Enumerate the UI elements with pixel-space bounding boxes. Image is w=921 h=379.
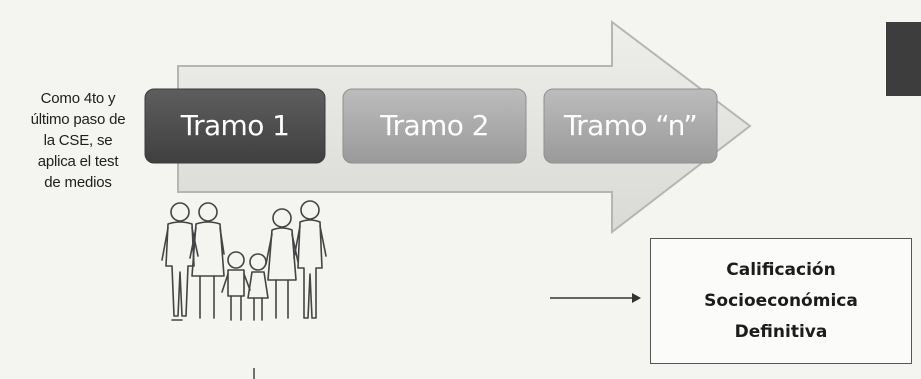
- tramo-label-2: Tramo 2: [380, 109, 489, 142]
- right-arrow-icon: [550, 293, 641, 303]
- tramo-label-3: Tramo “n”: [563, 109, 698, 142]
- side-note-line: aplica el test: [37, 153, 119, 170]
- side-note-line: la CSE, se: [43, 132, 113, 149]
- tramo-box-2: [342, 88, 527, 164]
- side-note: Como 4to y último paso de la CSE, se apl…: [14, 88, 142, 193]
- result-line: Socioeconómica: [704, 290, 858, 311]
- side-note-line: último paso de: [30, 111, 126, 128]
- side-note-line: Como 4to y: [40, 90, 116, 107]
- tramo-box-3: [543, 88, 718, 164]
- tramo-label-1: Tramo 1: [180, 109, 290, 142]
- result-line: Calificación: [726, 259, 836, 280]
- corner-mark: [886, 22, 921, 96]
- tramo-box-1: [144, 88, 326, 164]
- side-note-line: de medios: [44, 174, 112, 191]
- result-box: Calificación Socioeconómica Definitiva: [650, 238, 912, 364]
- family-icon: [161, 200, 327, 321]
- result-line: Definitiva: [734, 321, 828, 342]
